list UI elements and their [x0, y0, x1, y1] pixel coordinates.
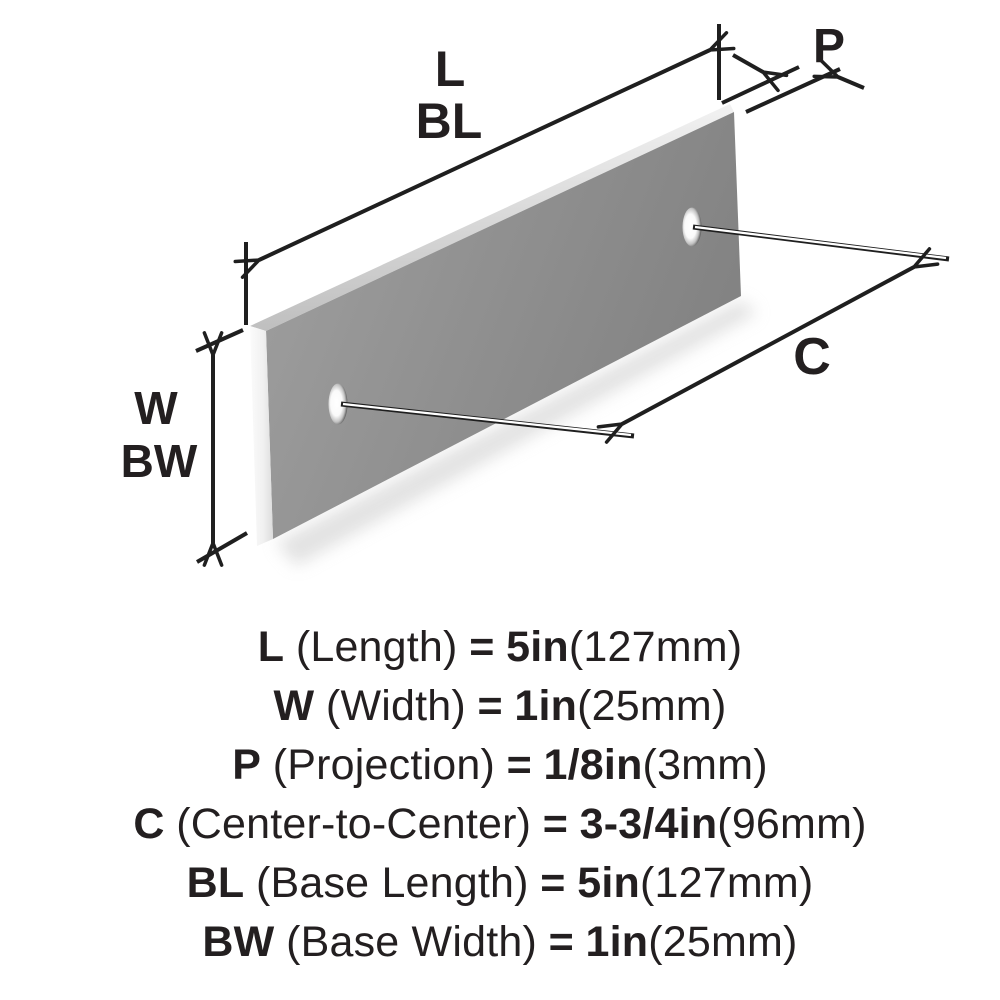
c-dimension-arrow	[622, 267, 914, 424]
spec-value-imperial: 5in	[506, 623, 569, 671]
mounting-hole-left	[328, 383, 348, 425]
label-w: W	[134, 382, 178, 434]
spec-symbol: P	[232, 741, 262, 789]
spec-line-width: W(Width)=1in(25mm)	[0, 677, 1000, 736]
plate-left-edge	[250, 326, 273, 546]
spec-symbol: C	[133, 800, 165, 848]
spec-line-center-to-center: C(Center-to-Center)=3-3/4in(96mm)	[0, 795, 1000, 854]
spec-value-metric: (127mm)	[568, 623, 743, 671]
spec-description: (Width)	[325, 682, 466, 730]
label-bl: BL	[416, 93, 483, 149]
spec-line-base-length: BL(Base Length)=5in(127mm)	[0, 854, 1000, 913]
spec-value-imperial: 1in	[585, 918, 649, 966]
spec-equals: =	[469, 623, 495, 671]
spec-description: (Base Width)	[286, 918, 537, 966]
spec-equals: =	[540, 859, 566, 907]
hole-leader-line-left	[342, 402, 632, 437]
l-dimension-arrow	[259, 50, 710, 260]
spec-value-metric: (3mm)	[642, 741, 768, 789]
label-p: P	[813, 20, 845, 73]
spec-line-length: L(Length)=5in(127mm)	[0, 618, 1000, 677]
spec-value-metric: (25mm)	[648, 918, 798, 966]
spec-line-base-width: BW(Base Width)=1in(25mm)	[0, 913, 1000, 972]
dimension-spec-list: L(Length)=5in(127mm) W(Width)=1in(25mm) …	[0, 618, 1000, 972]
spec-description: (Length)	[295, 623, 458, 671]
spec-symbol: W	[273, 682, 315, 730]
p-arrow-right	[838, 77, 865, 90]
spec-symbol: L	[257, 623, 285, 671]
p-arrow-left	[732, 53, 763, 72]
spec-value-imperial: 1in	[514, 682, 578, 730]
plate-front-face	[266, 112, 741, 539]
label-l: L	[435, 41, 466, 97]
spec-value-metric: (25mm)	[577, 682, 727, 730]
p-extension-line-back	[745, 67, 841, 114]
spec-value-imperial: 3-3/4in	[579, 800, 718, 848]
plate-isometric-drawing: L BL P C W BW	[121, 20, 950, 612]
spec-equals: =	[548, 918, 574, 966]
spec-equals: =	[506, 741, 532, 789]
spec-line-projection: P(Projection)=1/8in(3mm)	[0, 736, 1000, 795]
label-c: C	[793, 328, 831, 386]
spec-symbol: BW	[202, 918, 275, 966]
spec-value-metric: (127mm)	[639, 859, 814, 907]
label-bw: BW	[121, 435, 198, 487]
w-extension-tick-top	[195, 328, 244, 353]
spec-value-metric: (96mm)	[717, 800, 867, 848]
spec-value-imperial: 1/8in	[543, 741, 643, 789]
spec-description: (Base Length)	[255, 859, 529, 907]
spec-equals: =	[477, 682, 503, 730]
spec-symbol: BL	[186, 859, 245, 907]
spec-value-imperial: 5in	[577, 859, 640, 907]
spec-description: (Projection)	[272, 741, 496, 789]
spec-equals: =	[542, 800, 569, 848]
spec-description: (Center-to-Center)	[176, 800, 532, 848]
w-extension-tick-bottom	[195, 531, 249, 564]
